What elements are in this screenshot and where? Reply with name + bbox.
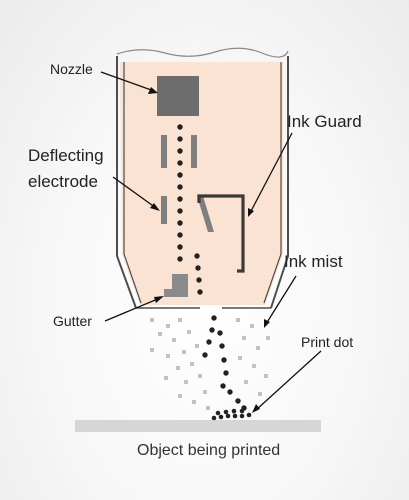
label-ink-guard: Ink Guard [287, 112, 362, 131]
label-gutter: Gutter [53, 313, 92, 329]
deflected-droplets [194, 253, 247, 411]
nozzle-block [157, 76, 199, 116]
housing [116, 56, 289, 309]
ink-guard [197, 194, 245, 273]
label-print-dot: Print dot [301, 334, 353, 350]
substrate-object [75, 420, 321, 432]
label-object-being-printed: Object being printed [137, 442, 280, 459]
gutter [164, 274, 188, 297]
label-deflecting-line2: electrode [28, 172, 98, 191]
deflecting-electrode-upper-left [161, 135, 167, 168]
droplet-stream [177, 124, 183, 262]
deflecting-electrode-lower-right [197, 196, 214, 232]
label-nozzle: Nozzle [50, 61, 93, 77]
label-deflecting-line1: Deflecting [28, 146, 104, 165]
label-ink-mist: Ink mist [284, 252, 343, 271]
ink-fluid [120, 62, 283, 305]
deflecting-electrode-upper-right [191, 135, 197, 168]
leader-lines [100, 71, 322, 413]
fluid-surface [116, 47, 289, 58]
print-dot-cluster [211, 408, 252, 421]
ink-mist [150, 318, 270, 414]
deflecting-electrode-lower-left [161, 196, 167, 224]
